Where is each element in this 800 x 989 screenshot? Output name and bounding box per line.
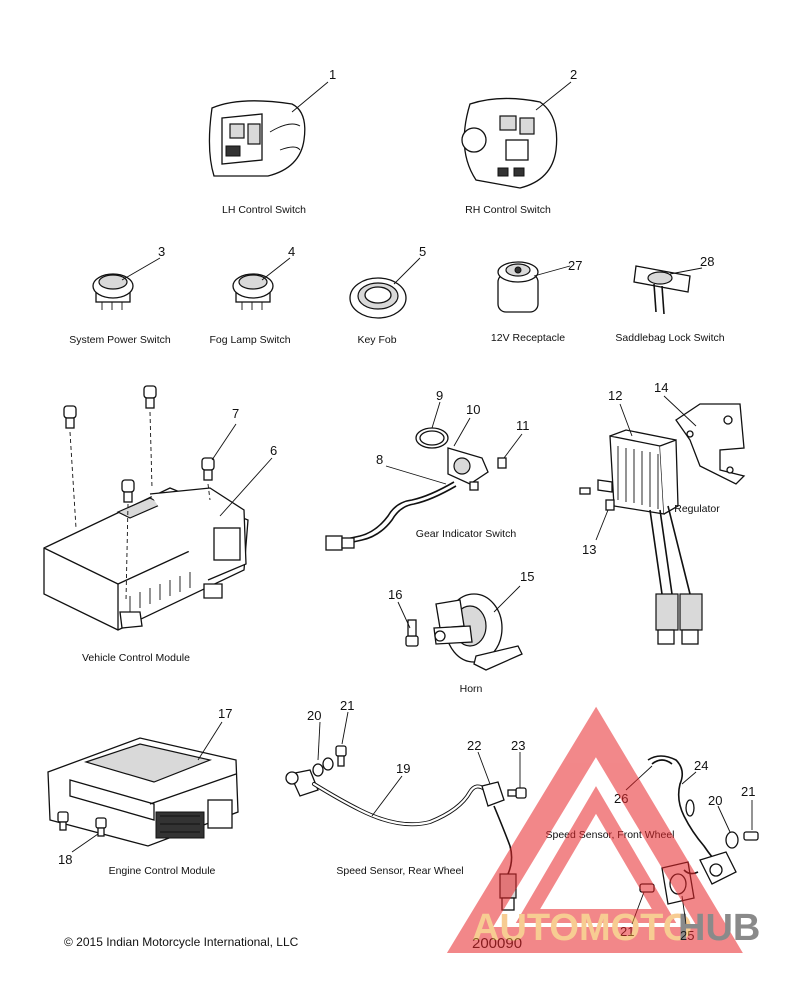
horn[interactable] — [433, 593, 523, 671]
regulator[interactable] — [597, 429, 703, 645]
lh-control-switch[interactable] — [208, 100, 306, 177]
label-12v-receptacle: 12V Receptacle — [491, 332, 565, 344]
callout-27: 27 — [568, 258, 582, 273]
copyright-text: © 2015 Indian Motorcycle International, … — [64, 935, 299, 949]
callout-19: 19 — [396, 761, 410, 776]
callout-8: 8 — [376, 452, 383, 467]
callout-12: 12 — [608, 388, 622, 403]
vcm-screws[interactable] — [63, 385, 215, 503]
horn-bolt[interactable] — [405, 619, 419, 647]
watermark-triangle-outer — [446, 706, 743, 953]
label-key-fob: Key Fob — [357, 334, 396, 346]
callout-20b: 20 — [708, 793, 722, 808]
rear-sensor-hardware[interactable] — [312, 745, 527, 799]
callout-16: 16 — [388, 587, 402, 602]
callout-3: 3 — [158, 244, 165, 259]
label-fog-lamp-switch: Fog Lamp Switch — [209, 334, 290, 346]
callout-21b: 21 — [741, 784, 755, 799]
callout-1: 1 — [329, 67, 336, 82]
callout-18: 18 — [58, 852, 72, 867]
regulator-screw-b[interactable] — [605, 499, 615, 511]
callout-5: 5 — [419, 244, 426, 259]
callout-6: 6 — [270, 443, 277, 458]
callout-17: 17 — [218, 706, 232, 721]
label-system-power-switch: System Power Switch — [69, 334, 171, 346]
callout-9: 9 — [436, 388, 443, 403]
watermark-brand-right: HUB — [678, 907, 760, 949]
key-fob[interactable] — [349, 277, 407, 319]
callout-20a: 20 — [307, 708, 321, 723]
label-speed-sensor-rear-wheel: Speed Sensor, Rear Wheel — [336, 865, 463, 877]
gear-switch-screw[interactable] — [497, 457, 507, 469]
label-gear-indicator-switch: Gear Indicator Switch — [416, 528, 517, 540]
callout-22: 22 — [467, 738, 481, 753]
callout-11: 11 — [516, 418, 530, 433]
regulator-screw-a[interactable] — [579, 487, 591, 495]
automotohub-watermark-logo: AUTOMOTO HUB — [446, 706, 760, 953]
fog-lamp-switch[interactable] — [232, 273, 274, 310]
callout-10: 10 — [466, 402, 480, 417]
saddlebag-lock-switch[interactable] — [633, 265, 691, 315]
label-engine-control-module: Engine Control Module — [109, 865, 216, 877]
ecm-screws[interactable] — [57, 811, 107, 837]
watermark-triangle-inner — [515, 786, 677, 923]
label-saddlebag-lock-switch: Saddlebag Lock Switch — [615, 332, 724, 344]
speed-sensor-rear-wheel[interactable] — [285, 769, 517, 911]
front-sensor-hardware[interactable] — [725, 831, 759, 849]
label-regulator: Regulator — [674, 503, 720, 515]
callout-24: 24 — [694, 758, 708, 773]
rh-control-switch[interactable] — [461, 97, 558, 189]
regulator-bracket[interactable] — [675, 403, 746, 485]
label-rh-control-switch: RH Control Switch — [465, 204, 551, 216]
watermark-brand-left: AUTOMOTO — [472, 907, 692, 949]
system-power-switch[interactable] — [92, 273, 134, 310]
callout-21a: 21 — [340, 698, 354, 713]
label-horn: Horn — [460, 683, 483, 695]
engine-control-module[interactable] — [47, 737, 239, 847]
callout-28: 28 — [700, 254, 714, 269]
vehicle-control-module[interactable] — [43, 487, 249, 631]
label-lh-control-switch: LH Control Switch — [222, 204, 306, 216]
callout-23: 23 — [511, 738, 525, 753]
callout-4: 4 — [288, 244, 295, 259]
callout-7: 7 — [232, 406, 239, 421]
12v-receptacle[interactable] — [497, 261, 539, 313]
callout-2: 2 — [570, 67, 577, 82]
callout-13: 13 — [582, 542, 596, 557]
gear-indicator-switch[interactable] — [325, 427, 489, 551]
callout-15: 15 — [520, 569, 534, 584]
callout-14: 14 — [654, 380, 668, 395]
label-vehicle-control-module: Vehicle Control Module — [82, 652, 190, 664]
